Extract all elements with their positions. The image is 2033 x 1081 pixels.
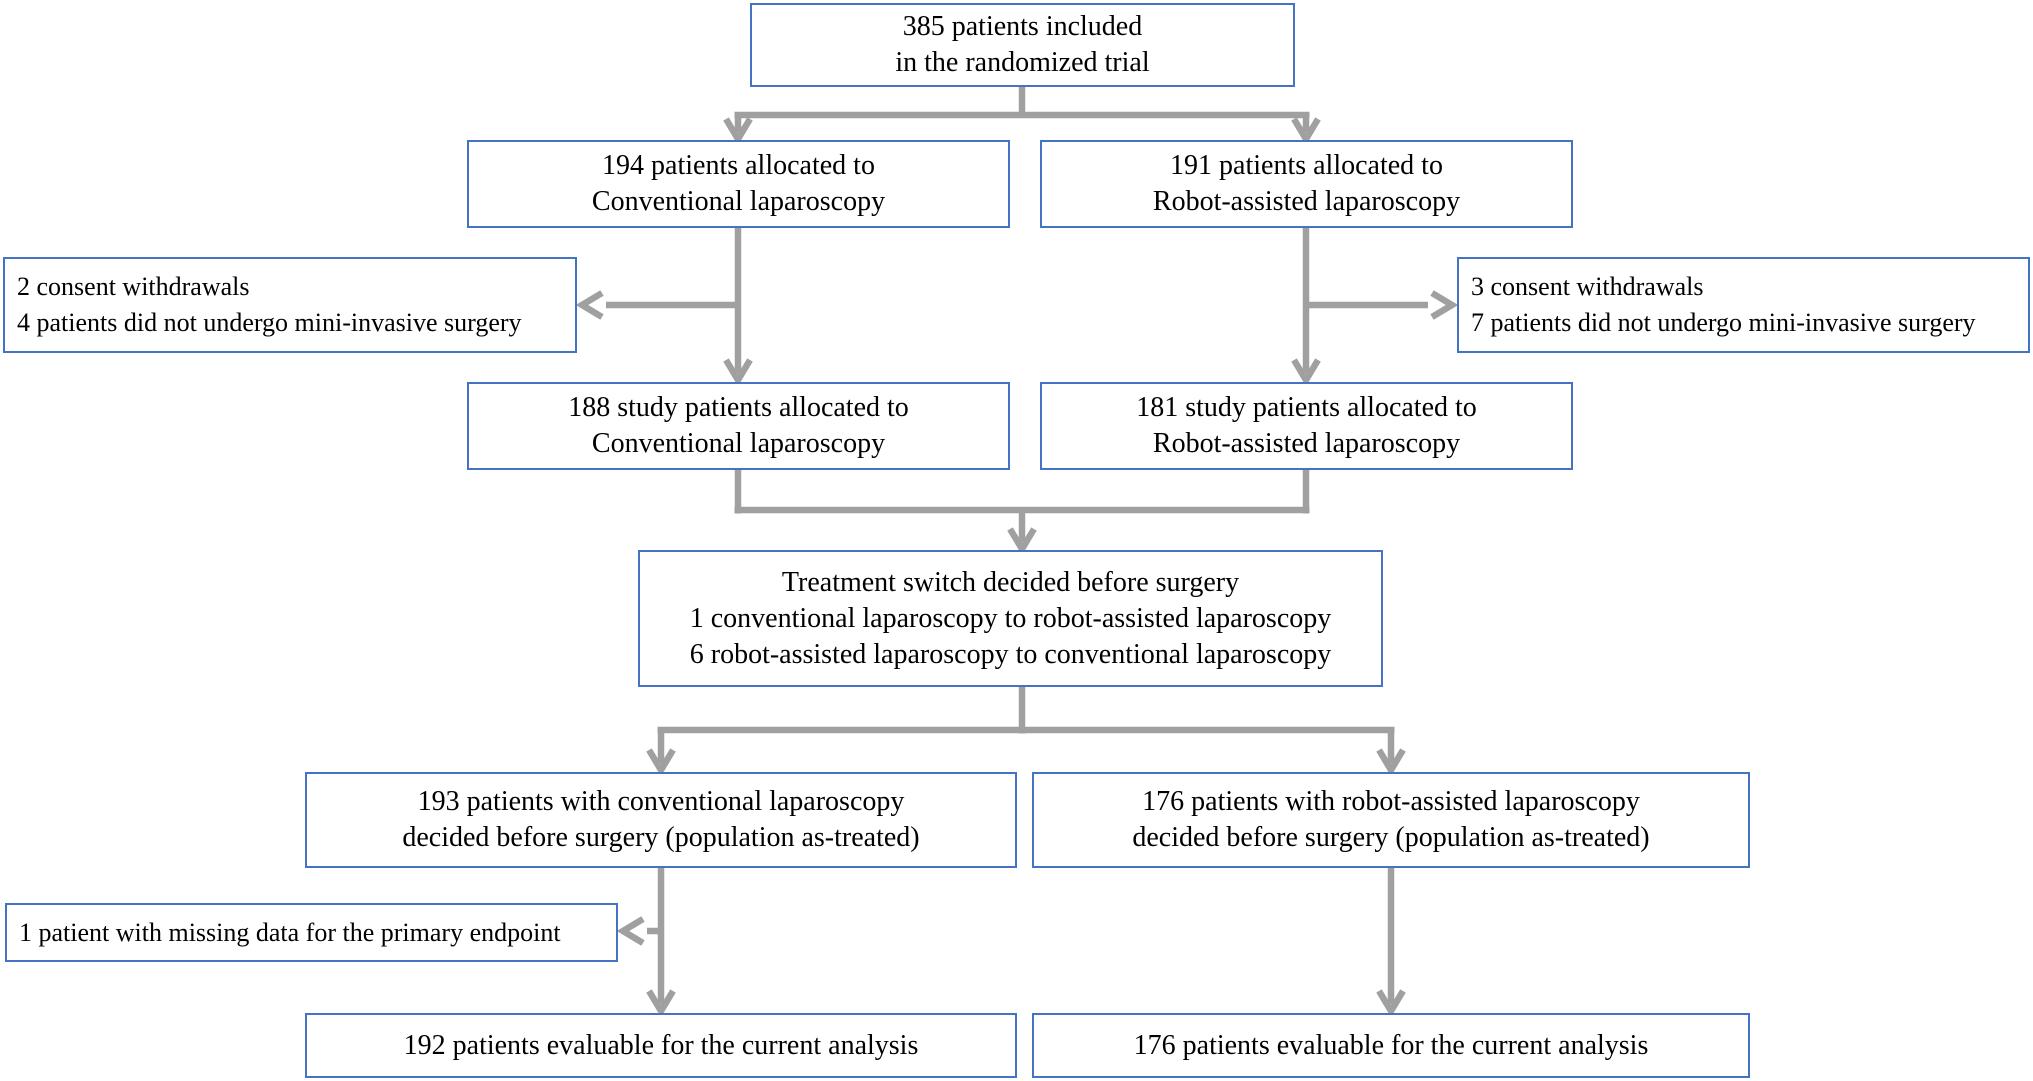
box-withdrawn-conventional-line2: 4 patients did not undergo mini-invasive… [17, 308, 522, 337]
box-withdrawn-conventional-line1: 2 consent withdrawals [17, 272, 250, 301]
connector-allocated-robot-to-study [1291, 228, 1459, 387]
box-evaluable-robot: 176 patients evaluable for the current a… [1032, 1013, 1750, 1078]
arrowhead-down [1007, 527, 1037, 556]
box-astreated-robot-line2: decided before surgery (population as-tr… [1132, 822, 1650, 853]
box-allocated-conventional: 194 patients allocated to Conventional l… [467, 140, 1010, 228]
box-astreated-conventional-line2: decided before surgery (population as-tr… [402, 822, 920, 853]
box-study-conventional-line1: 188 study patients allocated to [568, 392, 909, 423]
box-evaluable-conventional-line1: 192 patients evaluable for the current a… [403, 1029, 919, 1061]
arrowhead-down [1376, 989, 1406, 1018]
connector-included-to-allocated [723, 87, 1321, 146]
connector-switch-to-astreated [646, 687, 1406, 777]
box-study-conventional-line2: Conventional laparoscopy [591, 428, 886, 459]
box-missing-data-line1: 1 patient with missing data for the prim… [19, 917, 561, 947]
box-treatment-switch-line1: Treatment switch decided before surgery [781, 566, 1240, 598]
box-included-line2: in the randomized trial [895, 47, 1150, 78]
box-treatment-switch-line3: 6 robot-assisted laparoscopy to conventi… [689, 638, 1332, 670]
connector-study-merge-to-switch [734, 470, 1310, 556]
arrowhead-down [646, 748, 676, 777]
box-allocated-robot: 191 patients allocated to Robot-assisted… [1040, 140, 1573, 228]
arrowhead-down [1376, 748, 1406, 777]
box-withdrawn-robot-line1: 3 consent withdrawals [1471, 272, 1704, 301]
arrowhead-down [646, 989, 676, 1018]
connector-astreated-robot-to-evaluable [1376, 868, 1406, 1018]
box-study-conventional: 188 study patients allocated to Conventi… [467, 382, 1010, 470]
box-withdrawn-robot-line2: 7 patients did not undergo mini-invasive… [1471, 308, 1976, 337]
box-allocated-conventional-line2: Conventional laparoscopy [591, 186, 886, 217]
box-astreated-robot-line1: 176 patients with robot-assisted laparos… [1142, 786, 1640, 817]
box-allocated-conventional-line1: 194 patients allocated to [602, 150, 875, 181]
arrowhead-down [723, 358, 753, 387]
box-allocated-robot-line2: Robot-assisted laparoscopy [1152, 186, 1461, 217]
box-included-line1: 385 patients included [902, 11, 1143, 42]
box-allocated-robot-line1: 191 patients allocated to [1170, 150, 1443, 181]
box-withdrawn-robot: 3 consent withdrawals 7 patients did not… [1457, 257, 2030, 353]
box-included: 385 patients included in the randomized … [750, 3, 1295, 87]
box-evaluable-conventional: 192 patients evaluable for the current a… [305, 1013, 1017, 1078]
box-study-robot-line1: 181 study patients allocated to [1136, 392, 1477, 423]
box-study-robot-line2: Robot-assisted laparoscopy [1152, 428, 1461, 459]
box-treatment-switch: Treatment switch decided before surgery … [638, 550, 1383, 687]
box-withdrawn-conventional: 2 consent withdrawals 4 patients did not… [3, 257, 577, 353]
box-treatment-switch-line2: 1 conventional laparoscopy to robot-assi… [689, 602, 1332, 634]
arrowhead-down [723, 117, 753, 146]
arrowhead-down [1291, 117, 1321, 146]
arrowhead-left [616, 916, 645, 946]
connector-astreated-conventional-to-evaluable [616, 868, 676, 1018]
box-astreated-robot: 176 patients with robot-assisted laparos… [1032, 772, 1750, 868]
box-astreated-conventional: 193 patients with conventional laparosco… [305, 772, 1017, 868]
box-study-robot: 181 study patients allocated to Robot-as… [1040, 382, 1573, 470]
arrowhead-down [1291, 358, 1321, 387]
connector-allocated-conventional-to-study [575, 228, 753, 387]
arrowhead-right [1430, 290, 1459, 320]
box-astreated-conventional-line1: 193 patients with conventional laparosco… [417, 786, 905, 817]
box-missing-data: 1 patient with missing data for the prim… [5, 903, 618, 962]
box-evaluable-robot-line1: 176 patients evaluable for the current a… [1133, 1029, 1649, 1061]
arrowhead-left [575, 290, 604, 320]
